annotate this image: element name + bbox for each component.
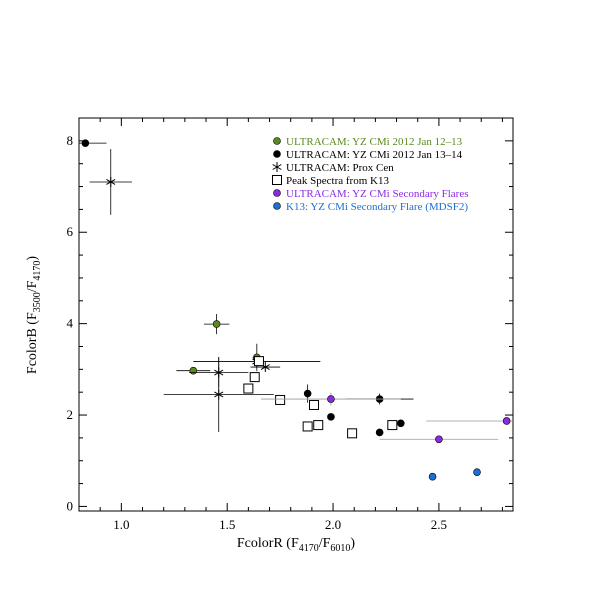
data-point [214, 389, 224, 400]
marker-circle [473, 468, 481, 476]
legend-marker [273, 202, 281, 210]
marker-open-square [253, 356, 264, 367]
data-point [81, 139, 90, 147]
series-3 [243, 356, 398, 439]
marker-circle [428, 472, 437, 481]
data-point [303, 389, 312, 398]
data-point [189, 366, 198, 375]
marker-circle [435, 435, 443, 444]
marker-circle [273, 189, 281, 197]
marker-open-square [347, 428, 358, 439]
marker-circle [273, 137, 281, 145]
x-tick-label: 1.0 [113, 517, 129, 532]
data-point [327, 395, 335, 403]
data-point [313, 420, 324, 431]
plot-frame [78, 117, 514, 512]
marker-circle [327, 395, 335, 403]
y-axis-label: FcolorB (F3500/F4170) [25, 256, 43, 375]
marker-open-square [302, 421, 313, 432]
marker-open-square [313, 420, 324, 431]
y-tick-label: 8 [67, 133, 74, 148]
legend-label: Peak Spectra from K13 [286, 175, 389, 187]
legend-label: ULTRACAM: YZ CMi 2012 Jan 12–13 [286, 136, 463, 148]
marker-asterisk-stroke [272, 164, 282, 170]
legend-marker [272, 162, 282, 172]
axis-tick-labels: 1.0 1.5 2.0 2.5 0 2 4 6 8 [67, 133, 448, 532]
x-tick-label: 1.5 [219, 517, 235, 532]
data-point [473, 468, 481, 476]
marker-open-square [243, 383, 254, 394]
marker-circle [189, 366, 198, 375]
legend-marker [273, 189, 281, 197]
series-5 [428, 468, 481, 481]
data-point [106, 176, 116, 187]
marker-circle [502, 417, 511, 425]
marker-asterisk-stroke [214, 391, 224, 398]
data-point [347, 428, 358, 439]
data-point [375, 428, 384, 437]
x-tick-label: 2.5 [431, 517, 447, 532]
data-point [302, 421, 313, 432]
marker-open-square [308, 399, 319, 410]
data-point [243, 383, 254, 394]
data-point [435, 435, 443, 444]
marker-circle [273, 150, 281, 158]
y-tick-label: 0 [67, 498, 74, 513]
data-point [249, 372, 260, 383]
marker-open-square [387, 420, 398, 431]
marker-asterisk-stroke [106, 179, 116, 185]
marker-circle [273, 202, 281, 210]
marker-circle [81, 139, 90, 147]
x-axis-label: FcolorR (F4170/F6010) [237, 536, 356, 554]
data-point [327, 413, 335, 421]
y-tick-label: 2 [67, 407, 74, 422]
marker-circle [212, 320, 221, 328]
legend-marker [273, 150, 281, 158]
data-point [253, 356, 264, 367]
axis-ticks [78, 117, 513, 511]
x-tick-label: 2.0 [325, 517, 341, 532]
marker-open-square [272, 175, 282, 185]
y-tick-label: 6 [67, 224, 74, 239]
marker-circle [327, 413, 335, 421]
legend-marker [273, 137, 281, 145]
legend-label: ULTRACAM: YZ CMi 2012 Jan 13–14 [286, 149, 463, 161]
legend-label: ULTRACAM: Prox Cen [286, 162, 394, 174]
marker-open-square [249, 372, 260, 383]
data-point [502, 417, 511, 425]
marker-circle [375, 428, 384, 437]
data-point [387, 420, 398, 431]
series-4 [261, 392, 513, 444]
data-point [428, 472, 437, 481]
data-point [308, 399, 319, 410]
legend-label: K13: YZ CMi Secondary Flare (MDSF2) [286, 201, 468, 213]
marker-open-square [275, 394, 286, 405]
data-point [396, 419, 405, 428]
data-point [212, 320, 221, 328]
data-point [275, 394, 286, 405]
y-tick-label: 4 [67, 316, 74, 331]
marker-circle [303, 389, 312, 398]
marker-circle [396, 419, 405, 428]
legend-label: ULTRACAM: YZ CMi Secondary Flares [286, 188, 469, 200]
data-marks [79, 139, 513, 481]
legend-marker [272, 175, 282, 185]
legend: ULTRACAM: YZ CMi 2012 Jan 12–13ULTRACAM:… [272, 136, 469, 213]
